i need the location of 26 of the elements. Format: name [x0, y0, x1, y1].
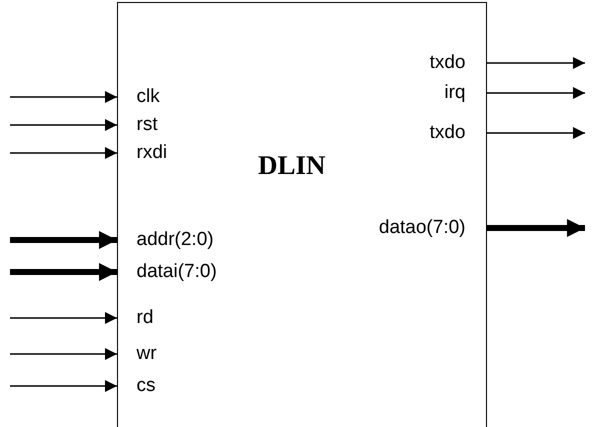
block-name: DLIN	[258, 150, 326, 181]
bus-arrow	[10, 231, 117, 249]
pin-label: rxdi	[116, 140, 168, 164]
signal-arrow	[487, 87, 585, 99]
pin-label: datao(7:0)	[378, 216, 488, 240]
pin-label: addr(2:0)	[116, 228, 214, 252]
pin-label: txdo	[430, 120, 488, 144]
signal-arrow	[10, 119, 117, 131]
signal-arrow	[10, 380, 117, 392]
pin-label: clk	[116, 84, 160, 108]
signal-arrow	[10, 147, 117, 159]
signal-arrow	[487, 57, 585, 69]
pin-label: datai(7:0)	[116, 260, 217, 284]
signal-arrow	[10, 91, 117, 103]
pin-label: txdo	[430, 50, 488, 74]
bus-arrow	[10, 263, 117, 281]
signal-arrow	[487, 127, 585, 139]
pin-label: wr	[116, 342, 157, 366]
signal-arrow	[10, 312, 117, 324]
pin-label: irq	[444, 80, 488, 104]
pin-label: rst	[116, 112, 158, 136]
signal-arrow	[10, 348, 117, 360]
bus-arrow	[487, 219, 585, 237]
pin-label: rd	[116, 306, 154, 330]
chip-block	[117, 2, 487, 427]
pin-label: cs	[116, 374, 156, 398]
